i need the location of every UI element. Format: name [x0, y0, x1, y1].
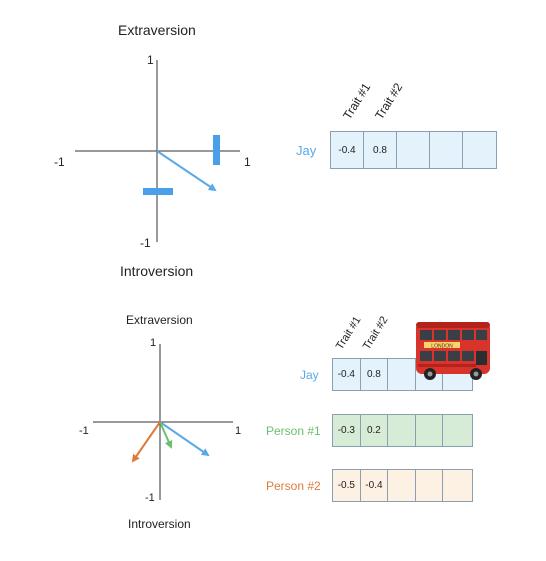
d1-row-jay: -0.4 0.8 [330, 131, 497, 169]
d2-cell [443, 470, 472, 501]
d2-tick-x-pos: 1 [235, 425, 242, 437]
d2-row-label-jay: Jay [300, 368, 319, 382]
d2-row-label-person1: Person #1 [266, 424, 321, 438]
d2-tick-x-neg: -1 [79, 425, 89, 437]
d1-tick-x-neg: -1 [54, 155, 65, 169]
d2-tick-y-pos: 1 [150, 337, 157, 349]
d1-cell: -0.4 [331, 132, 364, 168]
d2-cell [443, 359, 472, 390]
d1-row-label-jay: Jay [296, 143, 317, 158]
d2-title-extraversion: Extraversion [126, 313, 193, 327]
d2-row-label-person2: Person #2 [266, 479, 321, 493]
d1-tick-y-neg: -1 [140, 236, 151, 250]
d2-title-introversion: Introversion [128, 517, 191, 531]
d2-cell [388, 359, 416, 390]
d2-tick-y-neg: -1 [145, 492, 155, 504]
d2-cell: -0.5 [333, 470, 361, 501]
d2-row-jay: -0.4 0.8 [332, 358, 473, 391]
d1-cell: 0.8 [364, 132, 397, 168]
d2-person1-vector [159, 421, 173, 449]
d2-cell: -0.3 [333, 415, 361, 446]
d2-cell: 0.2 [361, 415, 389, 446]
d2-cell [388, 470, 416, 501]
d1-tick-x-pos: 1 [244, 155, 251, 169]
d2-cell: -0.4 [333, 359, 361, 390]
d2-cell: -0.4 [361, 470, 389, 501]
d1-trait1-bar [143, 188, 173, 195]
d1-tick-y-pos: 1 [147, 53, 154, 67]
d1-title-extraversion: Extraversion [118, 22, 196, 38]
d1-trait2-bar [213, 135, 220, 165]
d1-cell [463, 132, 496, 168]
d1-title-introversion: Introversion [120, 263, 194, 279]
d2-jay-vector [159, 421, 210, 457]
d2-cell [443, 415, 472, 446]
d2-person2-vector [131, 421, 161, 463]
d1-cell [430, 132, 463, 168]
d2-cell: 0.8 [361, 359, 389, 390]
d2-row-person1: -0.3 0.2 [332, 414, 473, 447]
d2-cell [416, 359, 444, 390]
d2-cell [388, 415, 416, 446]
d2-row-person2: -0.5 -0.4 [332, 469, 473, 502]
d2-cell [416, 470, 444, 501]
d1-jay-vector [156, 150, 217, 192]
d1-cell [397, 132, 430, 168]
d2-cell [416, 415, 444, 446]
